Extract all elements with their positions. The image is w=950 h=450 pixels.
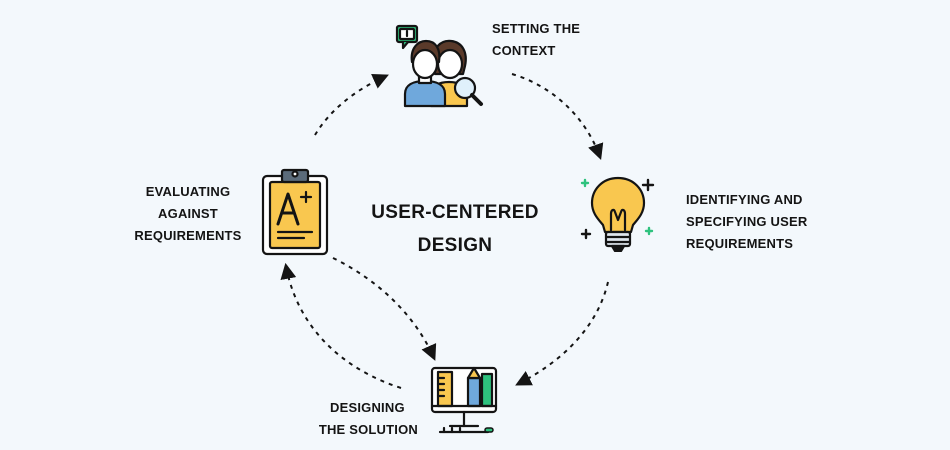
step-label-line: THE SOLUTION bbox=[318, 422, 418, 437]
step-label-design: DESIGNING THE SOLUTION bbox=[300, 397, 418, 441]
step-label-requirements: IDENTIFYING AND SPECIFYING USER REQUIREM… bbox=[686, 189, 807, 255]
users-magnifier-icon bbox=[395, 24, 483, 108]
step-label-context: SETTING THE CONTEXT bbox=[492, 18, 580, 62]
arrow-design-to-evaluate bbox=[280, 262, 402, 389]
arrow-evaluate-to-design bbox=[332, 257, 437, 361]
step-label-evaluate: EVALUATING AGAINST REQUIREMENTS bbox=[134, 181, 242, 247]
arrow-context-to-requirements bbox=[511, 73, 604, 161]
lightbulb-icon bbox=[580, 176, 655, 252]
step-label-line: AGAINST bbox=[158, 206, 218, 221]
step-label-line: SPECIFYING USER bbox=[686, 214, 808, 229]
step-label-line: IDENTIFYING AND bbox=[686, 192, 803, 207]
step-label-line: EVALUATING bbox=[145, 184, 231, 199]
step-label-line: REQUIREMENTS bbox=[134, 228, 242, 243]
step-label-line: REQUIREMENTS bbox=[686, 236, 794, 251]
center-title-line: DESIGN bbox=[417, 235, 493, 256]
step-label-line: SETTING THE bbox=[492, 21, 581, 36]
monitor-ruler-pencil-icon bbox=[430, 366, 498, 434]
clipboard-grade-icon bbox=[261, 168, 329, 256]
step-label-line: DESIGNING bbox=[330, 400, 405, 415]
center-title: USER-CENTERED DESIGN bbox=[350, 196, 560, 262]
arrow-evaluate-to-context bbox=[314, 73, 389, 136]
arrow-requirements-to-design bbox=[515, 281, 609, 386]
center-title-line: USER-CENTERED bbox=[371, 202, 539, 223]
step-label-line: CONTEXT bbox=[492, 43, 556, 58]
